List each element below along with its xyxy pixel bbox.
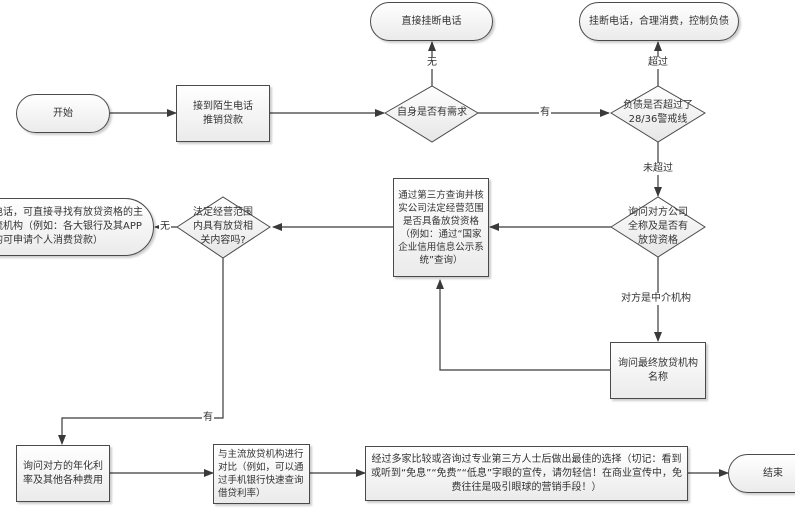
mainstream-lenders-terminal: 电话，可直接寻找有放贷资格的主流机构（例如：各大银行及其APP均可申请个人消费贷… [0, 198, 154, 256]
edge-final-verify [436, 279, 610, 371]
hang-up-direct-terminal: 直接挂断电话 [370, 2, 493, 41]
edge-label-has-need: 有 [539, 107, 551, 119]
decision-need: 自身是否有需求 [390, 98, 474, 128]
receive-call-box: 接到陌生电话推销贷款 [176, 85, 270, 142]
end-label: 结束 [763, 467, 783, 479]
compare-box: 与主流放贷机构进行对比（例如，可以通过手机银行快速查询借贷利率） [213, 444, 310, 504]
edge-scope-rates [58, 258, 224, 445]
decision-debt-shape [610, 85, 706, 143]
start-label: 开始 [53, 107, 73, 119]
edge-label-not-exceeds: 未超过 [642, 163, 674, 175]
mainstream-lenders-label: 电话，可直接寻找有放贷资格的主流机构（例如：各大银行及其APP均可申请个人消费贷… [0, 207, 143, 246]
compare-label: 与主流放贷机构进行对比（例如，可以通过手机银行快速查询借贷利率） [218, 449, 304, 499]
edge-label-no-need: 无 [426, 57, 438, 69]
end-terminal: 结束 [728, 454, 795, 493]
best-choice-box: 经过多家比较或咨询过专业第三方人士后做出最佳的选择（切记：看到或听到“免息”“免… [365, 446, 688, 501]
decision-ask-company-shape [610, 196, 706, 258]
start-terminal: 开始 [16, 94, 110, 133]
ask-final-lender-box: 询问最终放贷机构名称 [610, 342, 706, 399]
hang-up-direct-label: 直接挂断电话 [401, 15, 462, 27]
verify-third-party-box: 通过第三方查询并核实公司法定经营范围是否具备放贷资格（例如：通过“国家企业信用信… [393, 178, 489, 277]
decision-debt: 负债是否超过了28/36警戒线 [616, 98, 700, 128]
ask-final-lender-label: 询问最终放贷机构名称 [618, 357, 698, 383]
edge-label-scope-yes: 有 [202, 412, 214, 424]
decision-ask-company-label: 询问对方公司全称及是否有放贷资格 [628, 207, 688, 246]
decision-scope: 法定经营范围内具有放贷相关内容吗? [183, 205, 263, 249]
best-choice-label: 经过多家比较或咨询过专业第三方人士后做出最佳的选择（切记：看到或听到“免息”“免… [370, 453, 683, 493]
decision-need-label: 自身是否有需求 [397, 107, 467, 118]
hang-up-control-label: 挂断电话，合理消费，控制负债 [589, 15, 729, 27]
decision-scope-label: 法定经营范围内具有放贷相关内容吗? [193, 207, 253, 246]
decision-need-shape [384, 85, 479, 143]
edge-label-exceeds: 超过 [647, 57, 669, 69]
verify-third-party-label: 通过第三方查询并核实公司法定经营范围是否具备放贷资格（例如：通过“国家企业信用信… [398, 189, 484, 266]
decision-debt-label: 负债是否超过了28/36警戒线 [623, 100, 693, 125]
hang-up-control-terminal: 挂断电话，合理消费，控制负债 [579, 2, 739, 41]
decision-ask-company: 询问对方公司全称及是否有放贷资格 [618, 205, 698, 249]
edge-label-scope-no: 无 [159, 221, 171, 233]
ask-rates-label: 询问对方的年化利率及其他各种费用 [23, 460, 103, 486]
receive-call-label: 接到陌生电话推销贷款 [193, 100, 253, 126]
edge-label-intermediary: 对方是中介机构 [620, 293, 692, 305]
decision-scope-shape [176, 196, 271, 259]
ask-rates-box: 询问对方的年化利率及其他各种费用 [16, 445, 110, 502]
